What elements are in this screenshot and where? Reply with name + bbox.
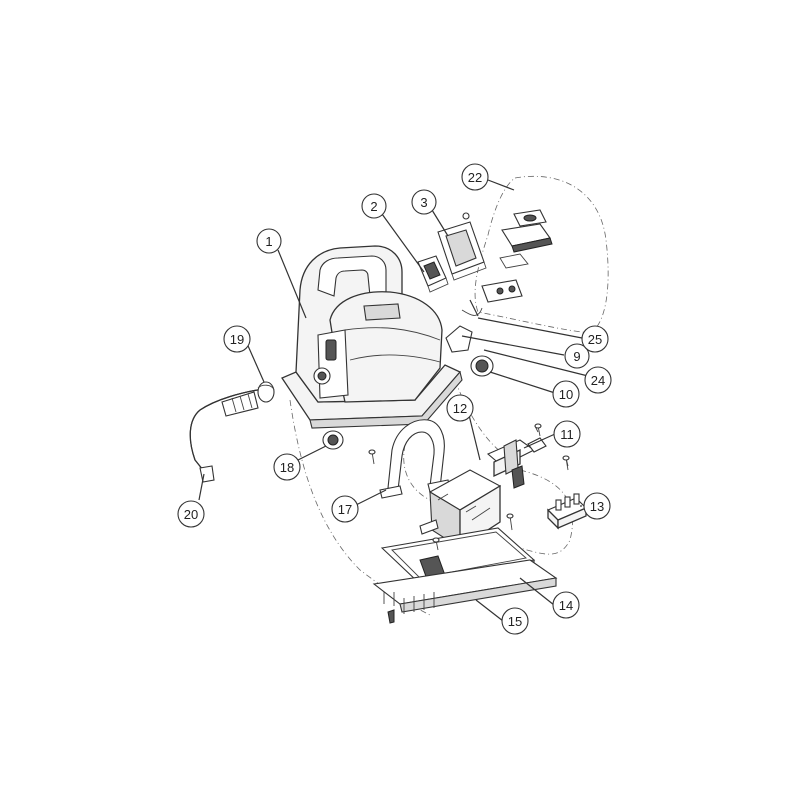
callout-3: 3 — [411, 189, 437, 215]
svg-text:11: 11 — [560, 427, 574, 442]
part-15-heatsink — [372, 559, 558, 624]
callout-2: 2 — [361, 193, 387, 219]
callout-24: 24 — [584, 366, 612, 394]
callout-12: 12 — [446, 394, 474, 422]
leader-lines — [198, 179, 589, 622]
callout-19: 19 — [223, 325, 251, 353]
svg-text:18: 18 — [280, 460, 294, 475]
part-19-nut — [257, 381, 275, 403]
part-12-relay — [486, 439, 536, 489]
svg-text:20: 20 — [184, 507, 198, 522]
part-9-connector — [445, 299, 483, 353]
svg-text:9: 9 — [573, 349, 580, 364]
callout-13: 13 — [583, 492, 611, 520]
part-20-cord — [189, 387, 271, 483]
part-1-housing — [281, 245, 463, 429]
part-13-terminal-block — [547, 493, 587, 530]
part-2-switch — [417, 255, 449, 293]
callout-10: 10 — [552, 380, 580, 408]
callout-9: 9 — [564, 343, 590, 369]
callout-14: 14 — [552, 591, 580, 619]
svg-text:24: 24 — [591, 373, 605, 388]
callout-1: 1 — [256, 228, 282, 254]
screws — [368, 423, 570, 551]
callout-15: 15 — [501, 607, 529, 635]
svg-text:10: 10 — [559, 387, 573, 402]
callout-20: 20 — [177, 500, 205, 528]
callout-11: 11 — [553, 420, 581, 448]
assembly-outline-cover — [474, 175, 609, 334]
svg-text:3: 3 — [420, 195, 427, 210]
svg-text:1: 1 — [265, 234, 272, 249]
svg-text:12: 12 — [453, 401, 467, 416]
svg-text:14: 14 — [559, 598, 573, 613]
part-22-control-module — [481, 209, 553, 303]
svg-text:15: 15 — [508, 614, 522, 629]
svg-text:13: 13 — [590, 499, 604, 514]
svg-text:25: 25 — [588, 332, 602, 347]
callout-22: 22 — [461, 163, 489, 191]
part-10-bushing — [470, 355, 494, 377]
svg-text:19: 19 — [230, 332, 244, 347]
callout-17: 17 — [331, 495, 359, 523]
part-18-grommet — [322, 430, 344, 450]
callout-25: 25 — [581, 325, 609, 353]
svg-text:17: 17 — [338, 502, 352, 517]
svg-text:22: 22 — [468, 170, 482, 185]
callout-18: 18 — [273, 453, 301, 481]
svg-text:2: 2 — [370, 199, 377, 214]
part-3-bracket — [437, 212, 487, 281]
